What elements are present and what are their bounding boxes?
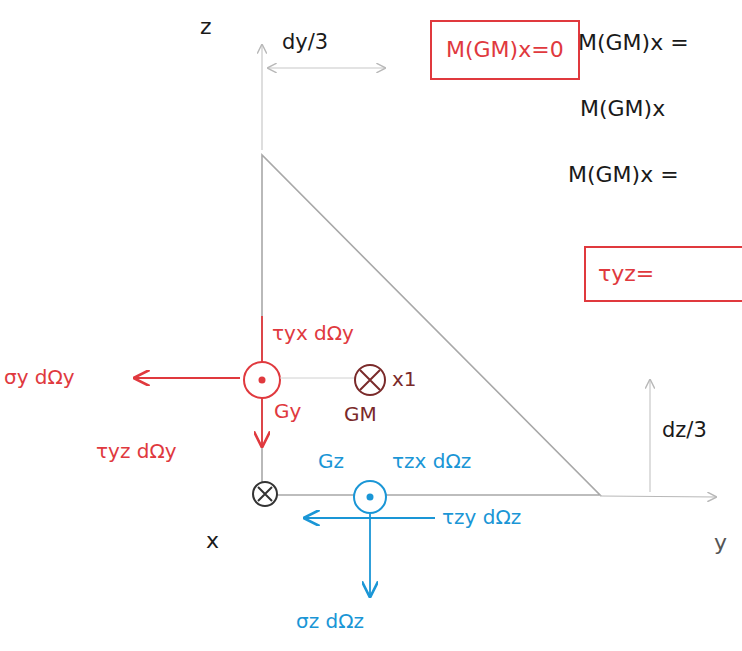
origin-cross [258,487,272,501]
annotation-label: M(GM)x [580,96,665,121]
equation-box: τyz= [584,246,742,302]
annotation-label: τzx dΩz [392,450,471,473]
normal-force-arrow [369,514,371,596]
normal-force-arrow [135,377,240,379]
origin-symbol [253,482,277,506]
force-out-dot [259,377,266,384]
dimension-arrow [268,67,385,68]
axis-cross [360,370,380,390]
axis-into-symbol [355,365,385,395]
annotation-label: Gy [274,400,301,423]
annotation-label: y [714,530,727,555]
guide-line [280,378,355,379]
annotation-label: τyz dΩy [96,440,177,463]
annotation-label: τzy dΩz [442,506,521,529]
triangle-element [262,155,600,495]
annotation-label: M(GM)x = [568,162,679,187]
annotation-label: x1 [392,368,417,391]
annotation-label: σz dΩz [296,610,364,633]
equation-text: τyz= [598,261,742,286]
annotation-label: dy/3 [282,30,328,54]
equation-box: M(GM)x=0 [430,20,580,80]
annotation-label: GM [344,403,377,426]
y-axis [600,496,716,497]
equation-text: M(GM)x=0 [446,37,578,62]
annotation-label: dz/3 [662,418,707,442]
force-out-symbol [244,362,280,398]
annotation-label: z [200,14,212,39]
annotation-label: τyx dΩy [272,322,354,345]
z-axis [261,45,262,150]
annotation-label: σy dΩy [4,366,75,389]
force-out-dot [367,494,374,501]
annotation-label: M(GM)x = [578,30,689,55]
annotation-label: Gz [318,450,344,473]
dimension-arrow [649,380,650,492]
annotation-label: x [206,528,219,553]
force-out-symbol [354,481,386,513]
